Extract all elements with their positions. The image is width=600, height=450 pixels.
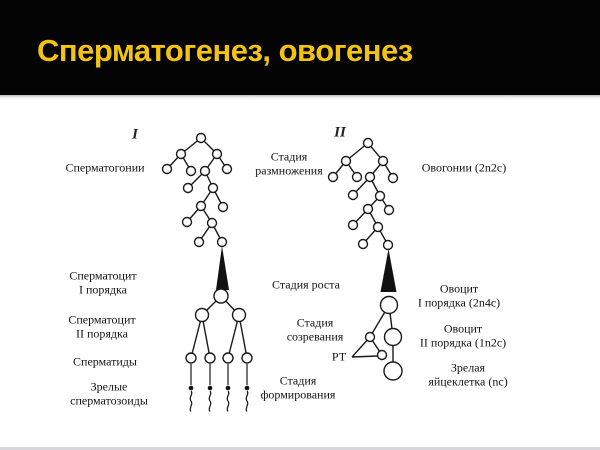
label-mature-egg: Зрелая яйцеклетка (nc)	[428, 360, 508, 388]
oocyte-cells	[364, 295, 403, 381]
spermatogenesis-division-edges	[190, 295, 248, 359]
label-stage-formation: Стадия формирования	[260, 373, 336, 401]
label-oocyte-2: Овоцит II порядка (1n2c)	[419, 321, 507, 349]
numeral-spermatogenesis: I	[132, 126, 138, 143]
label-spermatocyte-2: Сперматоцит II порядка	[68, 312, 136, 340]
label-polar-body-rt: РТ	[331, 349, 347, 364]
label-stage-maturation: Стадия созревания	[286, 315, 344, 343]
numeral-oogenesis: II	[334, 124, 346, 141]
oogonia-cells	[327, 137, 399, 251]
growth-triangle-egg	[380, 249, 397, 292]
sperm-cells	[188, 364, 250, 412]
slide-title: Сперматогенез, овогенез	[37, 33, 413, 68]
label-mature-sperm: Зрелые сперматозоиды	[70, 379, 148, 407]
growth-triangle-sperm	[216, 246, 229, 290]
header-separator	[0, 95, 600, 101]
spermatogonia-cells	[161, 132, 233, 248]
spermatocyte-cells	[185, 288, 253, 364]
slide-header	[0, 0, 600, 95]
label-stage-growth: Стадия роста	[272, 277, 340, 292]
label-oocyte-1: Овоцит I порядка (2n4c)	[417, 281, 501, 309]
label-stage-reproduction: Стадия размножения	[255, 149, 323, 177]
label-spermatogonia: Сперматогонии	[65, 160, 145, 175]
bottom-separator	[0, 447, 600, 450]
label-spermatocyte-1: Сперматоцит I порядка	[69, 268, 137, 296]
label-oogonia: Овогонии (2n2c)	[421, 160, 507, 175]
label-spermatids: Сперматиды	[73, 354, 137, 369]
